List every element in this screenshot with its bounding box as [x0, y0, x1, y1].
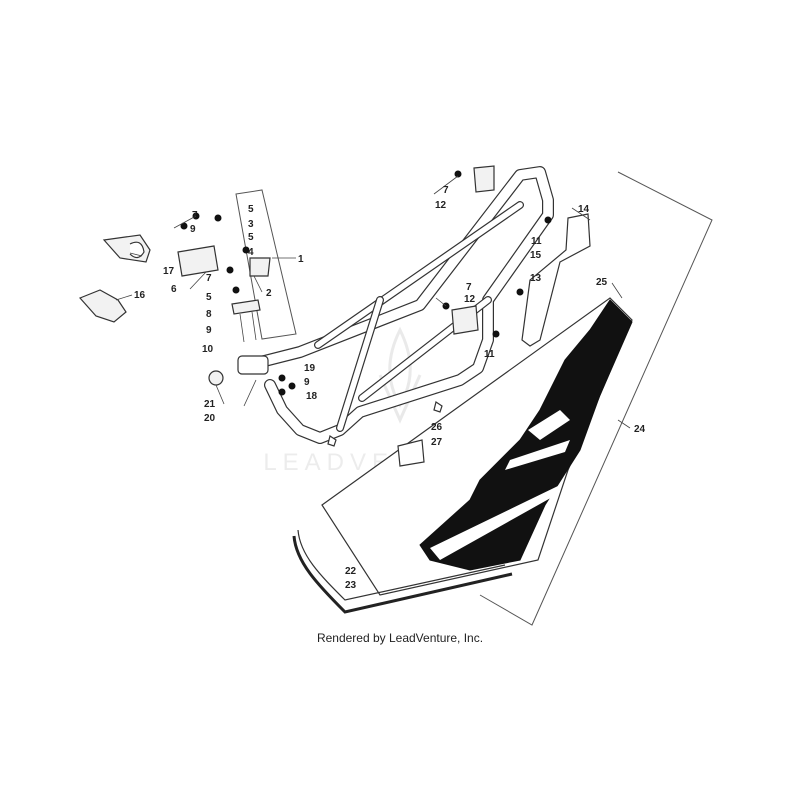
callout-4: 4 [248, 247, 254, 258]
callout-11b: 11 [484, 349, 495, 360]
callout-5c: 5 [206, 292, 212, 303]
hinge-bracket-upper [451, 165, 495, 335]
assembly-1-bracket [235, 189, 297, 340]
callout-25: 25 [596, 277, 608, 288]
latch-handle-16-17 [78, 234, 151, 323]
callout-22: 22 [345, 566, 357, 577]
callout-17: 17 [163, 266, 175, 277]
callout-24: 24 [634, 424, 646, 435]
callout-8: 8 [206, 309, 212, 320]
callout-27: 27 [431, 437, 443, 448]
callout-5b: 5 [248, 232, 254, 243]
door-graphic-decal [419, 299, 633, 571]
callout-12b: 12 [464, 294, 476, 305]
callout-16: 16 [134, 290, 146, 301]
callout-1: 1 [298, 254, 304, 265]
callout-20: 20 [204, 413, 216, 424]
hinge-block-6 [177, 245, 271, 277]
callout-12a: 12 [435, 200, 447, 211]
callout-leaders [115, 175, 631, 429]
callout-7b: 7 [206, 273, 212, 284]
callout-18: 18 [306, 391, 318, 402]
callout-9c: 9 [304, 377, 310, 388]
callout-7c: 7 [443, 185, 449, 196]
callout-9b: 9 [206, 325, 212, 336]
latch-rail-15 [521, 213, 591, 347]
callouts: 1 2 3 4 5 5 5 6 7 7 7 7 8 9 9 9 10 11 11… [134, 185, 646, 591]
door-panel-25 [292, 297, 633, 614]
callout-13: 13 [530, 273, 542, 284]
callout-2: 2 [266, 288, 272, 299]
callout-6: 6 [171, 284, 177, 295]
render-credit: Rendered by LeadVenture, Inc. [316, 631, 484, 645]
callout-19: 19 [304, 363, 316, 374]
callout-11a: 11 [531, 236, 542, 247]
callout-21: 21 [204, 399, 216, 410]
callout-9a: 9 [190, 224, 196, 235]
callout-26: 26 [431, 422, 443, 433]
callout-7d: 7 [466, 282, 472, 293]
door-strip-23 [292, 535, 513, 614]
callout-5a: 5 [248, 204, 254, 215]
callout-23: 23 [345, 580, 357, 591]
callout-14: 14 [578, 204, 590, 215]
callout-7a: 7 [192, 210, 198, 221]
callout-10: 10 [202, 344, 214, 355]
callout-15: 15 [530, 250, 542, 261]
door-seal-22 [297, 529, 506, 601]
callout-3: 3 [248, 219, 254, 230]
hinge-plate-8 [231, 299, 261, 343]
